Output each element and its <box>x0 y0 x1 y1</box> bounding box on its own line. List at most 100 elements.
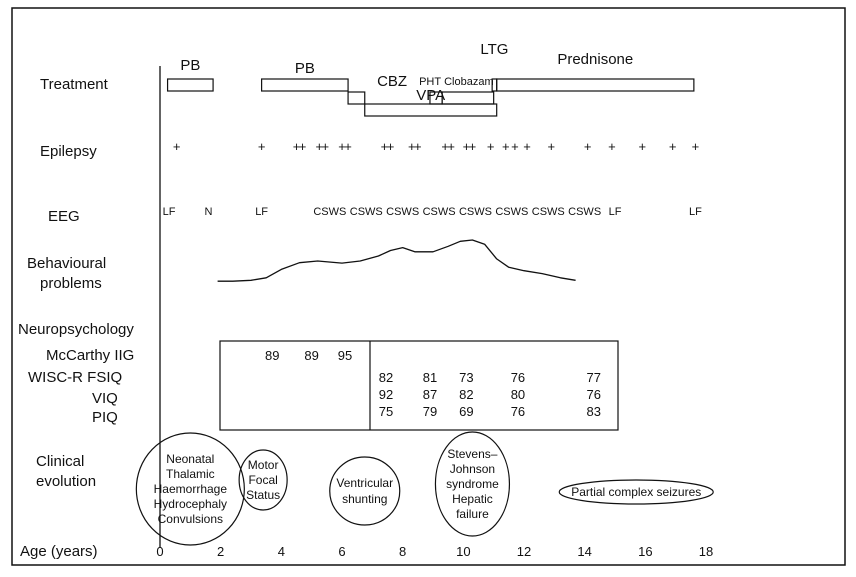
row-label-epilepsy: Epilepsy <box>40 143 97 160</box>
eeg-label: CSWS <box>495 206 528 218</box>
treatment-bar <box>347 91 366 105</box>
clinical-event-text: Status <box>246 488 280 502</box>
figure-frame <box>11 7 846 566</box>
seizure-mark: + <box>381 139 389 154</box>
wisc-fsiq-value: 81 <box>423 370 437 385</box>
seizure-mark: + <box>487 139 495 154</box>
clinical-event-text: Haemorrhage <box>154 482 228 496</box>
wisc-viq-value: 87 <box>423 387 437 402</box>
wisc-piq-value: 69 <box>459 404 473 419</box>
seizure-mark: + <box>692 139 700 154</box>
axis-tick-label: 6 <box>338 544 345 559</box>
seizure-mark: + <box>463 139 471 154</box>
wisc-fsiq-value: 76 <box>511 370 525 385</box>
eeg-label: CSWS <box>459 206 492 218</box>
axis-tick-label: 4 <box>278 544 285 559</box>
wisc-piq-value: 75 <box>379 404 393 419</box>
mccarthy-value: 95 <box>338 348 352 363</box>
seizure-mark: + <box>441 139 449 154</box>
clinical-event-text: Convulsions <box>158 512 223 526</box>
eeg-label: CSWS <box>386 206 419 218</box>
seizure-mark: + <box>322 139 330 154</box>
clinical-event-text: Ventricular <box>336 476 393 490</box>
seizure-mark: + <box>447 139 455 154</box>
mccarthy-value: 89 <box>304 348 318 363</box>
axis-tick-label: 8 <box>399 544 406 559</box>
axis-tick-label: 12 <box>517 544 531 559</box>
clinical-event-text: Neonatal <box>166 452 214 466</box>
row-label-treatment: Treatment <box>40 76 109 93</box>
clinical-event-text: Stevens– <box>447 447 497 461</box>
behaviour-curve-group <box>217 239 576 282</box>
clinical-event-text: Motor <box>248 458 279 472</box>
eeg-label: LF <box>689 206 702 218</box>
seizure-mark: + <box>639 139 647 154</box>
wisc-fsiq-value: 77 <box>587 370 601 385</box>
seizure-mark: + <box>584 139 592 154</box>
seizure-marks: ++++++++++++++++++++++++++ <box>173 139 699 154</box>
row-label-clinical-line1: Clinical <box>36 453 84 470</box>
clinical-event-text: Partial complex seizures <box>571 485 701 499</box>
clinical-event-text: shunting <box>342 492 387 506</box>
seizure-mark: + <box>511 139 519 154</box>
row-label-clinical-line2: evolution <box>36 473 96 490</box>
wisc-piq-value: 83 <box>587 404 601 419</box>
axis-tick-label: 14 <box>577 544 591 559</box>
treatment-label: VPA <box>416 87 445 104</box>
seizure-mark: + <box>338 139 346 154</box>
clinical-event-text: syndrome <box>446 477 499 491</box>
row-label-behaviour-line1: Behavioural <box>27 255 106 272</box>
treatment-label: LTG <box>480 41 508 58</box>
seizure-mark: + <box>293 139 301 154</box>
row-label-behaviour-line2: problems <box>40 275 102 292</box>
eeg-label: CSWS <box>350 206 383 218</box>
eeg-label: LF <box>255 206 268 218</box>
wisc-viq-value: 76 <box>587 387 601 402</box>
clinical-event-outline <box>329 456 401 526</box>
behaviour-curve <box>217 239 576 282</box>
axis-tick-label: 10 <box>456 544 470 559</box>
eeg-label: N <box>205 206 213 218</box>
seizure-mark: + <box>173 139 181 154</box>
eeg-label: LF <box>163 206 176 218</box>
seizure-mark: + <box>548 139 556 154</box>
clinical-event-text: Focal <box>248 473 277 487</box>
wisc-fsiq-value: 82 <box>379 370 393 385</box>
axis-tick-label: 0 <box>156 544 163 559</box>
clinical-event-outline <box>238 449 288 511</box>
seizure-mark: + <box>408 139 416 154</box>
wisc-viq-value: 82 <box>459 387 473 402</box>
wisc-piq-value: 79 <box>423 404 437 419</box>
age-axis: 0 2 4 6 8 10 12 14 16 18 <box>156 544 713 559</box>
axis-tick-label: 2 <box>217 544 224 559</box>
clinical-event-outline <box>135 432 245 546</box>
row-label-neuropsychology: Neuropsychology <box>18 321 134 338</box>
treatment-label: PHT <box>419 76 441 88</box>
eeg-label: CSWS <box>423 206 456 218</box>
row-label-mccarthy: McCarthy IIG <box>46 347 134 364</box>
treatment-bar <box>364 103 498 117</box>
clinical-event-outline <box>558 479 714 505</box>
treatment-label: CBZ <box>377 73 407 90</box>
eeg-label: CSWS <box>313 206 346 218</box>
seizure-mark: + <box>502 139 510 154</box>
treatment-label: Prednisone <box>557 51 633 68</box>
row-labels: Treatment Epilepsy EEG Behavioural probl… <box>18 76 134 560</box>
clinical-event-outline <box>434 431 511 537</box>
treatment-bar <box>441 91 495 105</box>
seizure-mark: + <box>523 139 531 154</box>
wisc-fsiq-value: 73 <box>459 370 473 385</box>
row-label-wisc-fsiq: WISC-R FSIQ <box>28 369 122 386</box>
treatment-bar <box>166 78 214 92</box>
treatment-bar <box>261 78 349 92</box>
seizure-mark: + <box>258 139 266 154</box>
axis-tick-label: 18 <box>699 544 713 559</box>
mccarthy-value: 89 <box>265 348 279 363</box>
axis-tick-label: 16 <box>638 544 652 559</box>
seizure-mark: + <box>299 139 307 154</box>
